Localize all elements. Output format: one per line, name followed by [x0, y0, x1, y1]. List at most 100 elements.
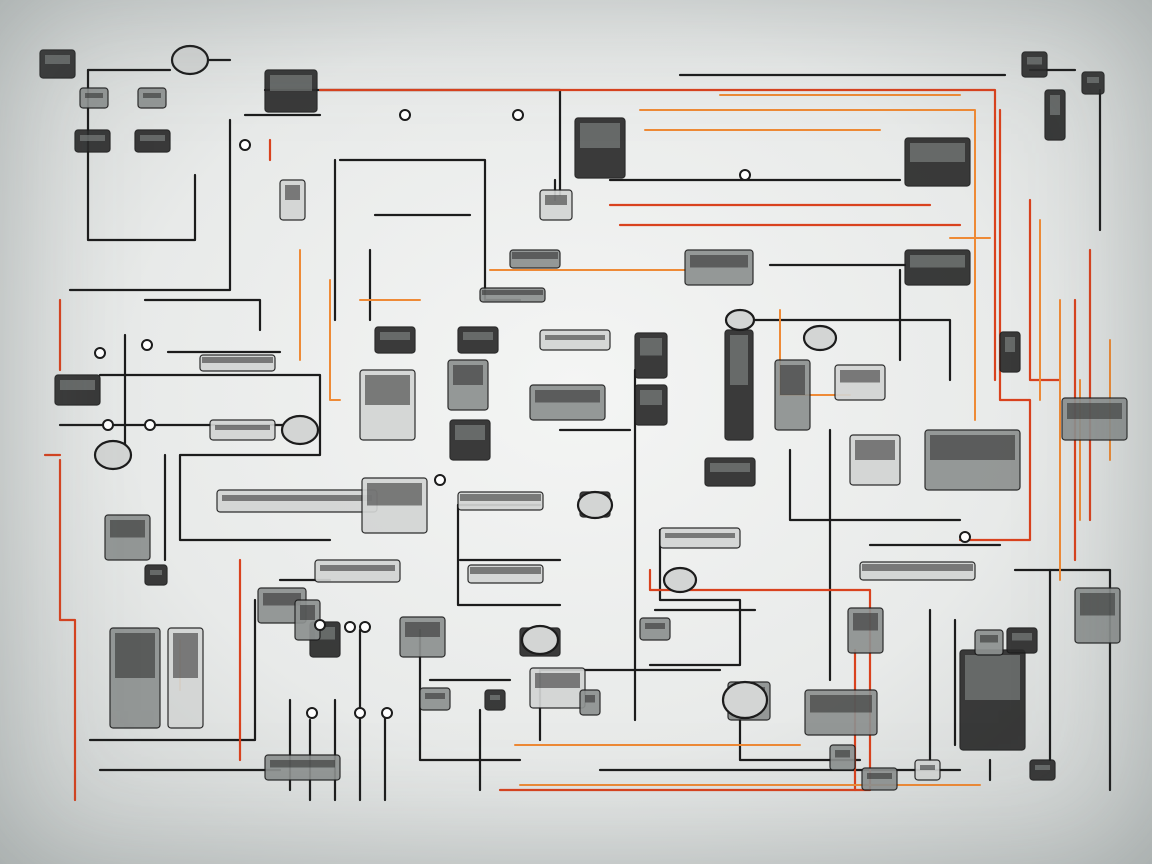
component-panel-18	[463, 332, 493, 340]
component-panel-11	[85, 93, 103, 98]
black-wire-32	[1013, 568, 1112, 792]
component-panel-13	[60, 380, 95, 390]
black-wire-21	[456, 503, 562, 607]
component-panel-28	[710, 463, 750, 472]
red-wire-4	[58, 458, 77, 802]
wire-junction-nodes	[94, 109, 971, 719]
component-panel-3	[910, 143, 965, 162]
black-wire-5	[68, 118, 232, 292]
component-panel-63	[1087, 77, 1099, 83]
component-panel-66	[270, 760, 335, 768]
black-wire-19	[143, 298, 262, 332]
component-panel-37	[665, 533, 735, 538]
component-panel-32	[1005, 337, 1015, 352]
component-panel-1	[270, 75, 312, 91]
component-panel-20	[640, 338, 662, 356]
component-panel-14	[215, 425, 270, 430]
junction-node-1	[399, 109, 411, 121]
black-wire-8	[338, 158, 522, 302]
component-panel-30	[930, 435, 1015, 460]
component-panel-31	[1067, 403, 1122, 419]
component-panel-15	[202, 357, 273, 363]
junction-node-12	[434, 474, 446, 486]
component-panel-47	[645, 623, 665, 629]
component-panel-35	[460, 494, 541, 501]
black-wire-35	[88, 598, 257, 742]
junction-node-10	[381, 707, 393, 719]
component-panel-45	[405, 622, 440, 637]
component-panel-69	[835, 750, 850, 758]
round-connector-7	[662, 566, 698, 594]
component-panel-58	[425, 693, 445, 699]
junction-node-13	[959, 531, 971, 543]
component-panel-48	[853, 613, 878, 631]
component-panel-43	[263, 593, 301, 606]
junction-node-5	[314, 619, 326, 631]
component-panel-72	[585, 695, 595, 703]
component-panel-60	[1035, 765, 1050, 770]
component-panel-12	[143, 93, 161, 98]
component-panel-5	[910, 255, 965, 268]
junction-node-8	[306, 707, 318, 719]
red-wire-9	[958, 108, 1032, 542]
component-panel-25	[365, 375, 410, 405]
component-panel-53	[115, 633, 155, 678]
round-connector-2	[576, 490, 614, 520]
round-connector-9	[724, 308, 756, 332]
component-panel-9	[80, 135, 105, 141]
component-panel-27	[453, 365, 483, 385]
junction-node-14	[739, 169, 751, 181]
black-wire-28	[788, 448, 962, 522]
component-panel-24	[535, 390, 600, 403]
junction-node-2	[512, 109, 524, 121]
junction-node-6	[344, 621, 356, 633]
component-panel-29	[855, 440, 895, 460]
component-panel-26	[455, 425, 485, 440]
junction-node-4	[144, 419, 156, 431]
red-wire-8	[1028, 198, 1062, 382]
junction-node-15	[94, 347, 106, 359]
component-panel-52	[1080, 593, 1115, 616]
component-panel-38	[320, 565, 395, 571]
component-panel-16	[285, 185, 300, 200]
red-wire-1	[318, 88, 997, 382]
component-panel-62	[1050, 95, 1060, 115]
round-connector-4	[93, 439, 133, 471]
black-wire-25	[648, 528, 742, 667]
component-panel-4	[690, 255, 748, 268]
component-panel-2	[580, 123, 620, 148]
component-panel-61	[1027, 57, 1042, 65]
component-panel-7	[512, 252, 558, 259]
component-panel-41	[110, 520, 145, 538]
component-panel-8	[482, 290, 543, 295]
component-panel-50	[980, 635, 998, 643]
round-connector-5	[721, 680, 769, 720]
component-panel-19	[545, 335, 605, 340]
black-wire-42	[418, 628, 522, 762]
round-connector-3	[520, 624, 560, 656]
junction-node-3	[102, 419, 114, 431]
junction-node-11	[239, 139, 251, 151]
component-panel-17	[380, 332, 410, 340]
component-panel-56	[535, 673, 580, 688]
black-wire-46	[738, 318, 952, 382]
component-panel-68	[490, 695, 500, 700]
component-panel-40	[862, 564, 973, 571]
component-panel-59	[867, 773, 892, 779]
junction-node-9	[354, 707, 366, 719]
component-panel-23	[780, 365, 805, 395]
component-panel-42	[150, 570, 162, 575]
component-panel-33	[222, 495, 372, 501]
red-wires	[43, 88, 1092, 802]
component-panel-71	[840, 370, 880, 383]
black-wire-1	[86, 68, 197, 242]
electrical-components	[39, 44, 1128, 791]
component-panel-64	[45, 55, 70, 64]
component-panel-21	[640, 390, 662, 405]
component-panel-34	[367, 483, 422, 506]
black-wire-15	[98, 373, 332, 542]
component-panel-55	[810, 695, 872, 713]
orange-wire-5	[329, 279, 341, 401]
